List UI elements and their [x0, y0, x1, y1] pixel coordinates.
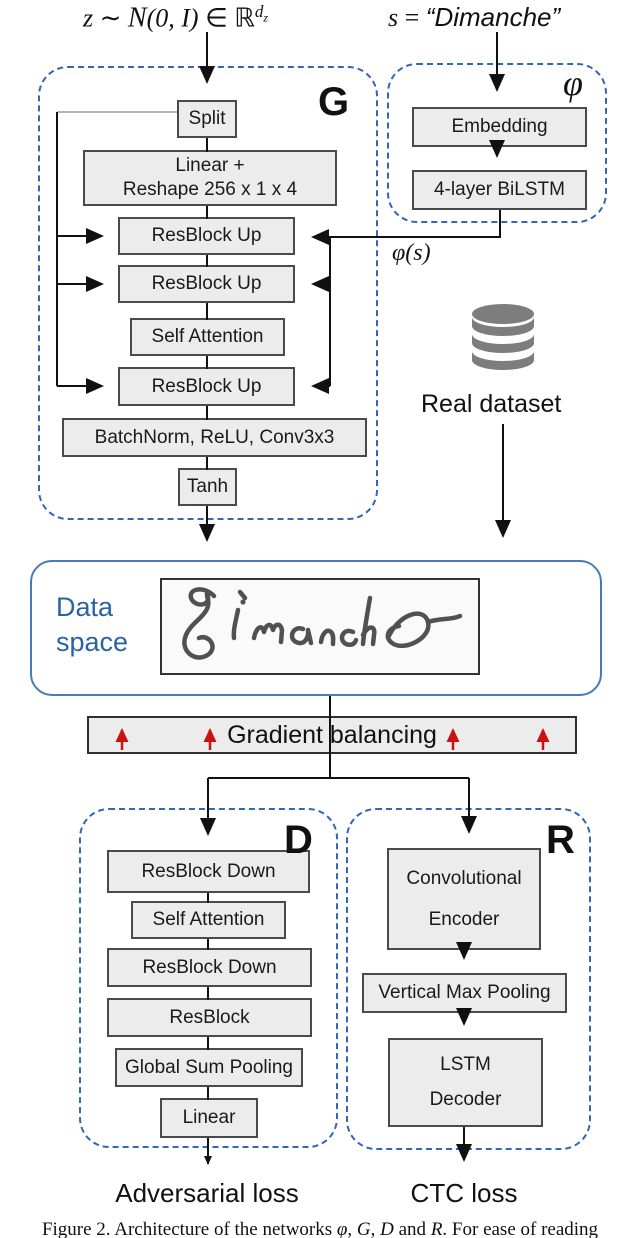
data-space-label: Data space — [56, 592, 129, 658]
generator-label: G — [318, 80, 350, 124]
adversarial-loss-label: Adversarial loss — [115, 1178, 299, 1208]
database-icon — [472, 304, 534, 370]
resblock-up-3: ResBlock Up — [118, 367, 295, 406]
linear-block-d: Linear — [160, 1098, 258, 1138]
resblock-up-1: ResBlock Up — [118, 217, 295, 255]
lstm-decoder-block: LSTM Decoder — [388, 1038, 543, 1127]
resblock-down-1: ResBlock Down — [107, 850, 310, 893]
split-block: Split — [177, 100, 237, 138]
string-formula: s = “Dimanche” — [388, 2, 561, 32]
ctc-loss-label: CTC loss — [410, 1178, 518, 1208]
latent-formula: z ∼ N(0, I) ∈ ℝdz — [83, 2, 269, 34]
discriminator-label: D — [284, 818, 313, 862]
script-N: N — [127, 2, 147, 34]
tanh-block: Tanh — [178, 468, 237, 506]
resblock-up-2: ResBlock Up — [118, 265, 295, 303]
phi-output-label: φ(s) — [392, 240, 431, 266]
embedding-block: Embedding — [412, 107, 587, 147]
self-attention-g-block: Self Attention — [130, 318, 285, 356]
phi-label: φ — [563, 63, 583, 103]
handwriting-dimanche — [182, 587, 463, 660]
global-sum-pooling-block: Global Sum Pooling — [115, 1048, 303, 1087]
self-attention-d-block: Self Attention — [131, 901, 286, 939]
gradient-balancing-bar: Gradient balancing — [87, 716, 577, 754]
figure-caption: Figure 2. Architecture of the networks φ… — [41, 1219, 599, 1238]
batchnorm-block: BatchNorm, ReLU, Conv3x3 — [62, 418, 367, 457]
conv-encoder-block: Convolutional Encoder — [387, 848, 541, 950]
linear-reshape-block: Linear + Reshape 256 x 1 x 4 — [83, 150, 337, 206]
generated-handwriting-image — [160, 578, 480, 675]
resblock-down-2: ResBlock Down — [107, 948, 312, 987]
recognizer-label: R — [546, 818, 575, 862]
real-dataset-label: Real dataset — [421, 390, 562, 418]
vertical-max-pooling-block: Vertical Max Pooling — [362, 973, 567, 1013]
resblock-block: ResBlock — [107, 998, 312, 1037]
bilstm-block: 4-layer BiLSTM — [412, 170, 587, 210]
